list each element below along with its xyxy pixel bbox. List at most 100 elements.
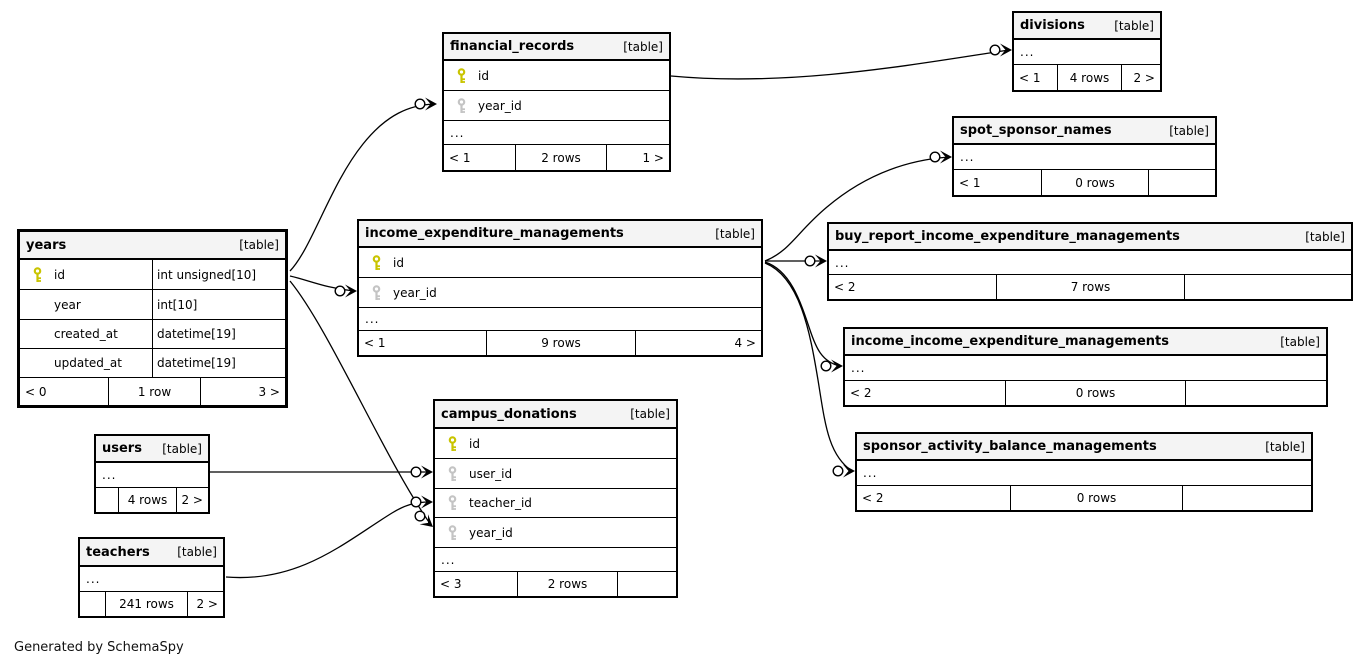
column-year_id: year_id xyxy=(444,91,669,121)
table-type-tag: [table] xyxy=(1280,334,1320,349)
foreign-key-icon xyxy=(444,97,478,114)
crowfoot-circle-marker xyxy=(929,150,952,164)
column-name: id xyxy=(478,68,489,83)
footer-parents-count: < 1 xyxy=(1019,70,1041,85)
column-id: id xyxy=(435,429,676,459)
edge-teachers-to-campus_donations.teacher_id xyxy=(225,501,431,579)
table-name: income_income_expenditure_managements xyxy=(851,334,1169,349)
primary-key-icon xyxy=(444,67,478,84)
crowfoot-circle-marker xyxy=(804,254,827,268)
table-type-tag: [table] xyxy=(1169,123,1209,138)
column-name: id xyxy=(393,255,404,270)
column-id: id int unsigned[10] xyxy=(20,260,285,290)
primary-key-icon xyxy=(359,254,393,271)
footer-row-count: 0 rows xyxy=(1041,170,1148,195)
column-type: int[10] xyxy=(152,290,285,319)
table-income_expenditure_managements: income_expenditure_managements[table]id y… xyxy=(357,219,763,357)
table-buy_report_income_expenditure_managements-header[interactable]: buy_report_income_expenditure_management… xyxy=(829,224,1351,251)
columns-ellipsis: ... xyxy=(80,567,223,592)
table-income_expenditure_managements-header[interactable]: income_expenditure_managements[table] xyxy=(359,221,761,248)
crowfoot-circle-marker xyxy=(989,43,1012,57)
footer-row-count: 9 rows xyxy=(486,331,635,355)
table-income_income_expenditure_managements: income_income_expenditure_managements [ta… xyxy=(843,327,1328,407)
footer-parents-count: < 2 xyxy=(834,280,856,294)
table-buy_report_income_expenditure_managements: buy_report_income_expenditure_management… xyxy=(827,222,1353,301)
footer-parents-count: < 3 xyxy=(440,577,462,591)
column-user_id: user_id xyxy=(435,459,676,489)
table-spot_sponsor_names-header[interactable]: spot_sponsor_names [table] xyxy=(954,118,1215,145)
footer-parents-count xyxy=(96,488,118,512)
footer-row-count: 0 rows xyxy=(1005,381,1185,405)
table-name: campus_donations xyxy=(441,406,577,422)
table-sponsor_activity_balance_managements-header[interactable]: sponsor_activity_balance_managements[tab… xyxy=(857,434,1311,461)
crowfoot-circle-marker xyxy=(410,495,433,509)
foreign-key-icon xyxy=(435,495,469,511)
footer-children-count: 2 > xyxy=(1121,65,1160,90)
column-name: updated_at xyxy=(54,356,122,370)
table-name: financial_records xyxy=(450,39,575,54)
column-year_id: year_id xyxy=(359,278,761,308)
column-id: id xyxy=(444,61,669,91)
edge-years.id-to-campus_donations.year_id xyxy=(289,280,432,526)
table-type-tag: [table] xyxy=(623,39,663,54)
columns-ellipsis: ... xyxy=(96,463,208,488)
column-name: year_id xyxy=(478,98,522,113)
footer-row-count: 1 row xyxy=(108,378,200,405)
table-campus_donations-header[interactable]: campus_donations [table] xyxy=(435,401,676,429)
table-income_income_expenditure_managements-header[interactable]: income_income_expenditure_managements [ta… xyxy=(845,329,1326,356)
columns-ellipsis: ... xyxy=(1014,40,1160,65)
footer-children-count xyxy=(1182,486,1311,510)
crowfoot-circle-marker xyxy=(334,284,357,298)
column-name: id xyxy=(54,267,65,282)
footer-children-count: 4 > xyxy=(635,331,761,355)
column-name: created_at xyxy=(54,327,118,341)
table-name: divisions xyxy=(1020,18,1085,33)
table-name: spot_sponsor_names xyxy=(960,123,1112,138)
crowfoot-circle-marker xyxy=(820,359,843,373)
column-name: year_id xyxy=(469,525,513,540)
table-type-tag: [table] xyxy=(1114,18,1154,33)
primary-key-icon xyxy=(20,266,54,283)
table-name: years xyxy=(26,237,67,253)
columns-ellipsis: ... xyxy=(359,308,761,331)
footer-row-count: 2 rows xyxy=(517,572,617,596)
crowfoot-circle-marker xyxy=(832,464,855,478)
table-type-tag: [table] xyxy=(630,407,670,421)
footer-row-count: 7 rows xyxy=(996,275,1184,299)
footer-row-count: 4 rows xyxy=(1057,65,1121,90)
footer-children-count: 2 > xyxy=(187,592,223,616)
footer-children-count xyxy=(1185,381,1326,405)
table-teachers-header[interactable]: teachers[table] xyxy=(80,539,223,567)
crowfoot-circle-marker xyxy=(414,510,433,527)
footer-children-count: 2 > xyxy=(176,488,208,512)
column-name: teacher_id xyxy=(469,496,532,510)
generated-by-note: Generated by SchemaSpy xyxy=(14,640,184,655)
column-type: int unsigned[10] xyxy=(152,260,285,289)
edge-financial_records.id-to-divisions xyxy=(670,49,1010,80)
table-type-tag: [table] xyxy=(715,226,755,241)
table-divisions-header[interactable]: divisions [table] xyxy=(1014,13,1160,40)
footer-children-count xyxy=(1184,275,1351,299)
table-financial_records-header[interactable]: financial_records [table] xyxy=(444,34,669,61)
table-years-header[interactable]: years[table] xyxy=(20,232,285,260)
footer-parents-count: < 1 xyxy=(449,150,471,165)
table-sponsor_activity_balance_managements: sponsor_activity_balance_managements[tab… xyxy=(855,432,1313,512)
table-name: sponsor_activity_balance_managements xyxy=(863,439,1157,454)
table-users-header[interactable]: users[table] xyxy=(96,436,208,463)
columns-ellipsis: ... xyxy=(845,356,1326,381)
primary-key-icon xyxy=(435,435,469,452)
column-year_id: year_id xyxy=(435,518,676,548)
